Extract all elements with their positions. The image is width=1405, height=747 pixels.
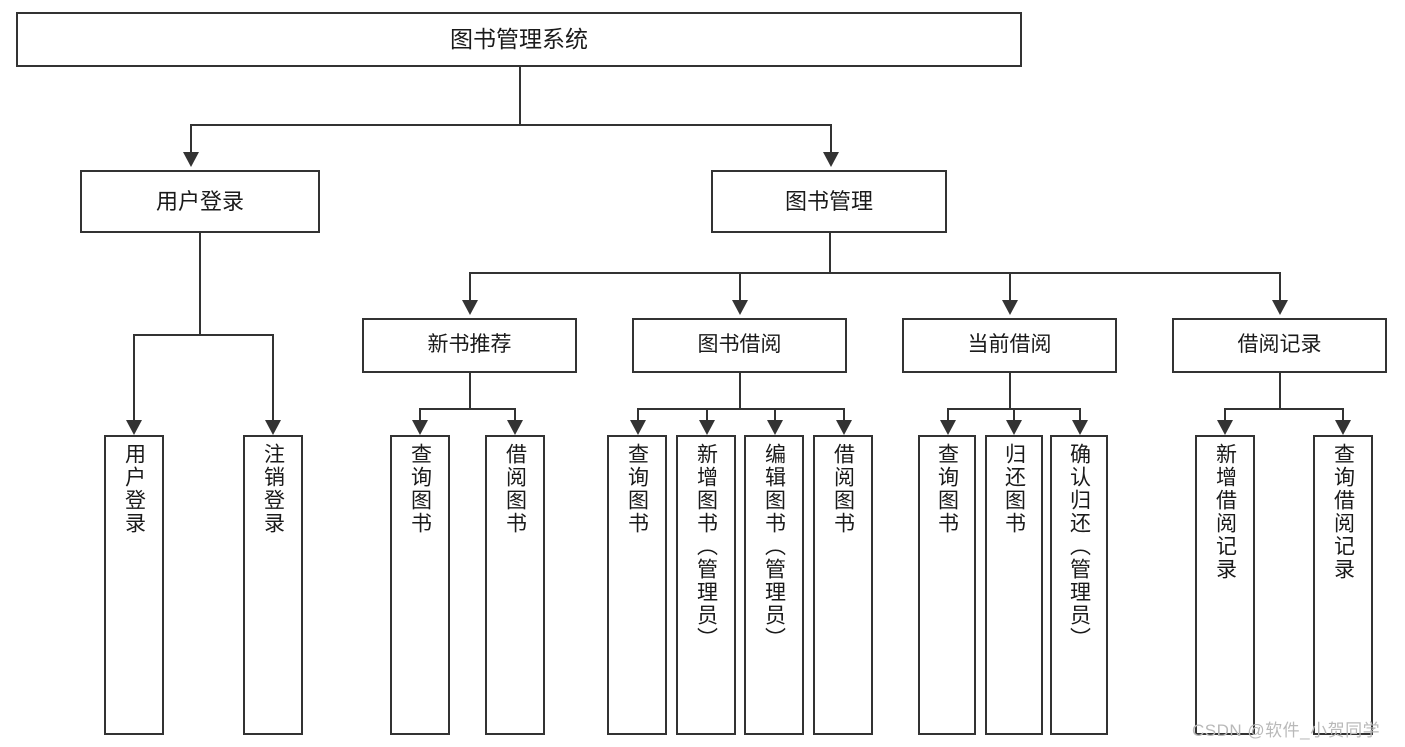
arrowhead-leaf-edit-book (767, 420, 783, 435)
connector-nbr-drop-2 (514, 408, 516, 420)
connector-user-login-stem (199, 233, 201, 334)
node-book-borrow[interactable]: 图书借阅 (632, 318, 847, 373)
arrowhead-leaf-query-book-3 (940, 420, 956, 435)
node-leaf-confirm-return-label: 确认归还（管理员） (1067, 443, 1091, 650)
node-leaf-user-login[interactable]: 用户登录 (104, 435, 164, 735)
connector-book-borrow-stem (739, 373, 741, 408)
connector-to-book-borrow (739, 272, 741, 300)
node-leaf-add-record-label: 新增借阅记录 (1213, 443, 1237, 581)
node-new-book-recommend-label: 新书推荐 (427, 333, 512, 357)
node-leaf-borrow-book-1-label: 借阅图书 (503, 443, 527, 535)
connector-book-management-bus (469, 272, 1279, 274)
connector-to-user-login (190, 124, 192, 152)
connector-borrow-record-stem (1279, 373, 1281, 408)
connector-user-login-drop-1 (133, 334, 135, 420)
node-leaf-query-book-1-label: 查询图书 (408, 443, 432, 535)
node-leaf-borrow-book-1[interactable]: 借阅图书 (485, 435, 545, 735)
arrowhead-leaf-borrow-book-1 (507, 420, 523, 435)
node-current-borrow[interactable]: 当前借阅 (902, 318, 1117, 373)
arrowhead-leaf-confirm-return (1072, 420, 1088, 435)
node-leaf-edit-book[interactable]: 编辑图书（管理员） (744, 435, 804, 735)
node-leaf-user-logout-label: 注销登录 (261, 443, 285, 535)
node-user-login[interactable]: 用户登录 (80, 170, 320, 233)
connector-cb-drop-3 (1079, 408, 1081, 420)
connector-root-stem (519, 67, 521, 124)
node-leaf-query-record-label: 查询借阅记录 (1331, 443, 1355, 581)
connector-new-book-recommend-stem (469, 373, 471, 408)
node-borrow-record[interactable]: 借阅记录 (1172, 318, 1387, 373)
node-leaf-query-book-2-label: 查询图书 (625, 443, 649, 535)
connector-current-borrow-stem (1009, 373, 1011, 408)
node-leaf-query-book-1[interactable]: 查询图书 (390, 435, 450, 735)
node-leaf-return-book[interactable]: 归还图书 (985, 435, 1043, 735)
connector-to-borrow-record (1279, 272, 1281, 300)
node-leaf-query-record[interactable]: 查询借阅记录 (1313, 435, 1373, 735)
node-root[interactable]: 图书管理系统 (16, 12, 1022, 67)
node-root-label: 图书管理系统 (450, 26, 588, 53)
connector-to-new-book-recommend (469, 272, 471, 300)
node-user-login-label: 用户登录 (155, 188, 244, 214)
arrowhead-leaf-return-book (1006, 420, 1022, 435)
connector-br-drop-1 (1224, 408, 1226, 420)
connector-bb-drop-2 (706, 408, 708, 420)
connector-book-management-stem (829, 233, 831, 272)
node-leaf-query-book-3[interactable]: 查询图书 (918, 435, 976, 735)
arrowhead-to-current-borrow (1002, 300, 1018, 315)
node-current-borrow-label: 当前借阅 (967, 333, 1052, 357)
arrowhead-leaf-query-book-1 (412, 420, 428, 435)
arrowhead-to-new-book-recommend (462, 300, 478, 315)
node-leaf-user-login-label: 用户登录 (122, 443, 146, 535)
watermark-text: CSDN @软件_小贺同学 (1192, 721, 1381, 740)
node-book-management[interactable]: 图书管理 (711, 170, 947, 233)
arrowhead-leaf-query-record (1335, 420, 1351, 435)
connector-book-borrow-bus (637, 408, 843, 410)
connector-cb-drop-1 (947, 408, 949, 420)
arrowhead-to-user-login (183, 152, 199, 167)
arrowhead-leaf-add-book (699, 420, 715, 435)
node-leaf-query-book-3-label: 查询图书 (935, 443, 959, 535)
connector-bb-drop-3 (774, 408, 776, 420)
connector-br-drop-2 (1342, 408, 1344, 420)
connector-user-login-bus (133, 334, 273, 336)
connector-borrow-record-bus (1224, 408, 1342, 410)
node-leaf-borrow-book-2[interactable]: 借阅图书 (813, 435, 873, 735)
connector-root-bus (190, 124, 831, 126)
arrowhead-leaf-query-book-2 (630, 420, 646, 435)
connector-bb-drop-4 (843, 408, 845, 420)
arrowhead-to-borrow-record (1272, 300, 1288, 315)
arrowhead-leaf-add-record (1217, 420, 1233, 435)
connector-to-book-management (830, 124, 832, 152)
node-leaf-add-record[interactable]: 新增借阅记录 (1195, 435, 1255, 735)
connector-nbr-drop-1 (419, 408, 421, 420)
connector-to-current-borrow (1009, 272, 1011, 300)
connector-user-login-drop-2 (272, 334, 274, 420)
node-leaf-borrow-book-2-label: 借阅图书 (831, 443, 855, 535)
node-leaf-add-book[interactable]: 新增图书（管理员） (676, 435, 736, 735)
arrowhead-leaf-user-logout (265, 420, 281, 435)
arrowhead-to-book-management (823, 152, 839, 167)
node-leaf-confirm-return[interactable]: 确认归还（管理员） (1050, 435, 1108, 735)
node-new-book-recommend[interactable]: 新书推荐 (362, 318, 577, 373)
node-leaf-query-book-2[interactable]: 查询图书 (607, 435, 667, 735)
node-book-borrow-label: 图书借阅 (697, 333, 782, 357)
node-book-management-label: 图书管理 (784, 188, 873, 214)
node-leaf-user-logout[interactable]: 注销登录 (243, 435, 303, 735)
connector-new-book-recommend-bus (419, 408, 515, 410)
node-leaf-return-book-label: 归还图书 (1002, 443, 1026, 535)
connector-cb-drop-2 (1013, 408, 1015, 420)
arrowhead-to-book-borrow (732, 300, 748, 315)
arrowhead-leaf-user-login (126, 420, 142, 435)
node-borrow-record-label: 借阅记录 (1237, 333, 1322, 357)
arrowhead-leaf-borrow-book-2 (836, 420, 852, 435)
connector-bb-drop-1 (637, 408, 639, 420)
node-leaf-add-book-label: 新增图书（管理员） (694, 443, 718, 650)
node-leaf-edit-book-label: 编辑图书（管理员） (762, 443, 786, 650)
